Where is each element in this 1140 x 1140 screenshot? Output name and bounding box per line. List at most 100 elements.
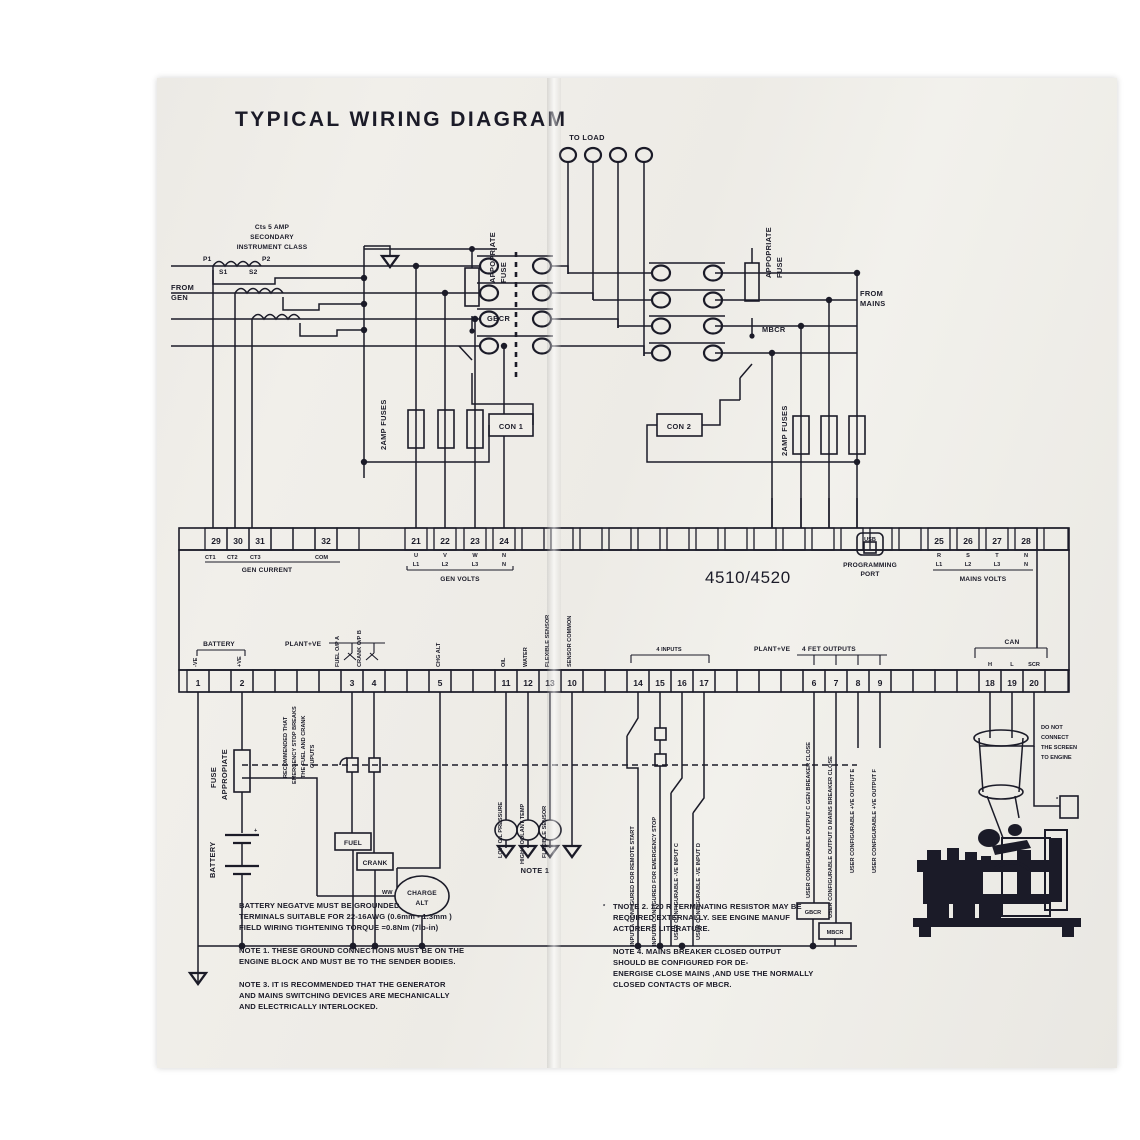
terminal-17: 17 <box>699 678 709 688</box>
battery-plus-sign: + <box>254 828 258 834</box>
note-left-1: TERMINALS SUITABLE FOR 22-16AWG (0.6mm -… <box>239 912 452 921</box>
charge-alt-label2: ALT <box>416 900 429 907</box>
resistor-marker: * <box>1056 797 1059 803</box>
fuel-crank-circuit: FUEL CRANK <box>242 692 857 950</box>
gen-current-terminals: 29 30 31 32 CT1 CT2 CT3 COM GEN CURRENT <box>204 527 360 574</box>
paper-fold-crease <box>547 78 561 1068</box>
do-not-connect-line2: CONNECT <box>1041 735 1069 741</box>
note-right-6: ENERGISE CLOSE MAINS ,AND USE THE NORMAL… <box>613 969 814 978</box>
gen-volt-taps <box>412 262 508 528</box>
programming-port-line2: PORT <box>860 571 879 578</box>
wiring-diagram-svg: TYPICAL WIRING DIAGRAM TO LOAD Cts 5 AMP… <box>171 108 1081 1011</box>
notes-right: * TNOTE 2. 120 R TERMINATING RESISTOR MA… <box>603 902 814 989</box>
can-sleeve-bottom <box>978 784 1024 800</box>
note-left-5: ENGINE BLOCK AND MUST BE TO THE SENDER B… <box>239 957 456 966</box>
note1-marker: NOTE 1 <box>521 866 550 875</box>
gen-volts-terminals: 21 22 23 24 U V W N L1 L2 L3 N GEN VOLTS <box>404 527 864 583</box>
terminal-11: 11 <box>501 678 510 688</box>
gen-phase-lines <box>171 265 457 347</box>
notes-left: BATTERY NEGATVE MUST BE GROUNDED TERMINA… <box>239 901 464 1011</box>
gen-appropriate-fuse <box>464 267 480 307</box>
mains-phase-lines <box>715 269 861 528</box>
output-e-label: USER CONFIGURABLE +VE OUTPUT E <box>850 768 856 873</box>
terminal-24-phase: N <box>502 553 506 559</box>
fet-outputs-group: PLANT+VE 4 FET OUTPUTS <box>754 646 887 665</box>
flexible-sensor-label: FLEXIBLE SENSOR <box>542 806 548 858</box>
do-not-connect-line3: THE SCREEN <box>1041 745 1077 751</box>
note-left-7: NOTE 3. IT IS RECOMMENDED THAT THE GENER… <box>239 980 446 989</box>
controller-model: 4510/4520 <box>705 568 791 587</box>
crank-label: CRANK <box>363 860 388 867</box>
gen-current-label: GEN CURRENT <box>242 567 293 574</box>
terminal-23-sub: L3 <box>472 562 479 568</box>
note-right-0: TNOTE 2. 120 R TERMINATING RESISTOR MAY … <box>613 902 802 911</box>
note-right-7: CLOSED CONTACTS OF MBCR. <box>613 980 732 989</box>
terminal-22-sub: L2 <box>442 562 449 568</box>
battery-label: BATTERY <box>208 841 217 878</box>
note-right-2: ACTURERS LITERATURE. <box>613 924 710 933</box>
charge-alt-label1: CHARGE <box>407 890 437 897</box>
terminal-5-sub: CHG ALT <box>436 642 442 667</box>
ct-p1-label: P1 <box>203 256 212 263</box>
note-right-1: REQUIRED EXTERNALLY. SEE ENGINE MANUF <box>613 913 790 922</box>
terminal-10: 10 <box>567 678 577 688</box>
con2-label: CON 2 <box>667 422 691 431</box>
terminal-29-sub: CT1 <box>205 555 216 561</box>
terminal-30: 30 <box>233 536 243 546</box>
estop-note-line2: EMERGENCY STOP BREAKS <box>292 706 298 784</box>
can-termination-resistor <box>1059 795 1079 819</box>
approp-fuse-mains-label2: FUSE <box>775 257 784 278</box>
terminal-11-sub: OIL <box>501 657 507 667</box>
terminal-24: 24 <box>499 536 509 546</box>
can-group: CAN H L SCR <box>974 528 1048 668</box>
note-left-9: AND ELECTRICALLY INTERLOCKED. <box>239 1002 378 1011</box>
do-not-connect-line4: TO ENGINE <box>1041 755 1072 761</box>
can-label: CAN <box>1005 639 1020 646</box>
ct-s1-label: S1 <box>219 269 228 276</box>
input-c-label: USER CONFIGURABLE -VE INPUT C <box>674 843 680 940</box>
digital-inputs-group: INPUT A CONFIGURED FOR REMOTE START INPU… <box>626 692 705 950</box>
can-l-label: L <box>1010 662 1014 668</box>
sensors-group: LOW OIL PRESSURE HIGH COOLANT TEMP FLEXI… <box>494 692 583 875</box>
fuses-2amp-left-label: 2AMP FUSES <box>379 399 388 450</box>
output-f-label: USER CONFIGURABLE +VE OUTPUT F <box>872 768 878 873</box>
page-title: TYPICAL WIRING DIAGRAM <box>235 108 567 131</box>
from-mains-label-1: FROM <box>860 289 883 298</box>
terminal-23-phase: W <box>472 553 478 559</box>
terminal-27-sub: L3 <box>994 562 1001 568</box>
plant-ve-label: PLANT+VE <box>285 641 322 648</box>
terminal-9: 9 <box>878 678 883 688</box>
terminal-23: 23 <box>470 536 480 546</box>
terminal-2-sub: +VE <box>237 656 243 667</box>
terminal-32-sub: COM <box>315 555 328 561</box>
terminal-12: 12 <box>523 678 533 688</box>
low-oil-pressure-label: LOW OIL PRESSURE <box>498 802 504 858</box>
terminal-3: 3 <box>350 678 355 688</box>
terminal-4: 4 <box>372 678 377 688</box>
battery-appropriate-fuse <box>233 749 251 793</box>
input-a-label: INPUT A CONFIGURED FOR REMOTE START <box>630 826 636 946</box>
terminal-1-sub: -VE <box>193 657 199 667</box>
output-c-label: USER CONFIGURABLE OUTPUT C GEN BREAKER C… <box>806 742 812 898</box>
do-not-connect-line1: DO NOT <box>1041 725 1063 731</box>
note-left-2: FIELD WIRING TIGHTENING TORQUE =0.8Nm (7… <box>239 923 439 932</box>
mains-contactor-con2: CON 2 APPOPRIATE FUSE MBCR <box>568 227 861 466</box>
estop-note-line4: OUPUTS <box>310 744 316 768</box>
terminal-28: 28 <box>1021 536 1031 546</box>
terminal-21-sub: L1 <box>413 562 420 568</box>
terminal-32: 32 <box>321 536 331 546</box>
terminal-27-phase: T <box>995 553 999 559</box>
terminal-8: 8 <box>856 678 861 688</box>
plant-ve-outputs: PLANT+VE FUEL O/P A CRANK O/P B CHG ALT … <box>285 615 573 667</box>
ct-note-line2: SECONDARY <box>250 234 294 241</box>
ww-label: WW <box>382 890 393 896</box>
can-engine-wiring: * DO NOT CONNECT THE SCREEN TO ENGINE <box>973 692 1079 839</box>
gen-2amp-fuses: 2AMP FUSES <box>379 399 484 450</box>
terminal-2: 2 <box>240 678 245 688</box>
high-coolant-temp-label: HIGH COOLANT TEMP <box>520 803 526 864</box>
mains-volts-terminals: 25 26 27 28 R S T N L1 L2 L3 N MAINS VOL… <box>771 498 1069 583</box>
terminal-26-phase: S <box>966 553 970 559</box>
ct-s2-label: S2 <box>249 269 258 276</box>
terminal-16: 16 <box>677 678 687 688</box>
terminal-19: 19 <box>1007 678 1017 688</box>
